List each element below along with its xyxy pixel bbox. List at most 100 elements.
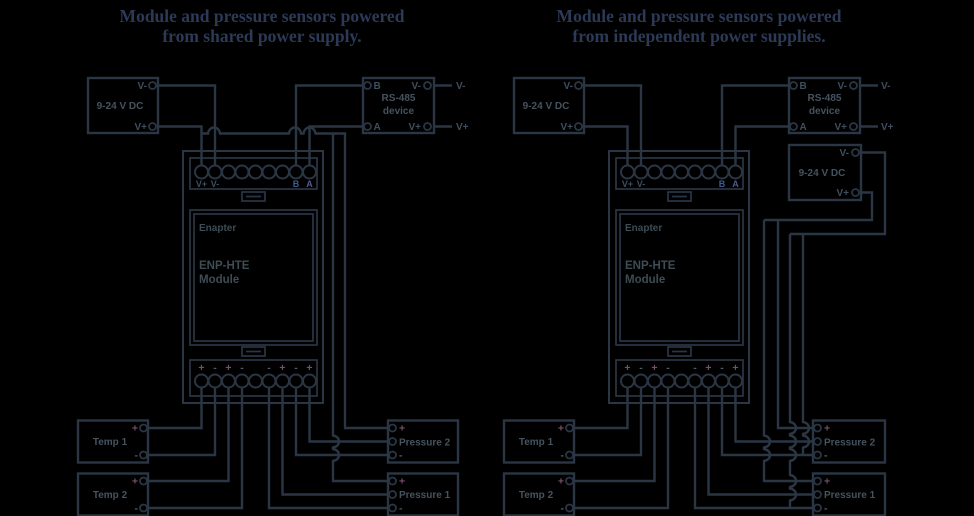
bot-term-label: - — [693, 362, 697, 374]
terminal-circle — [813, 490, 822, 499]
top-term-vplus: V+ — [622, 179, 633, 189]
bot-term-label: - — [294, 362, 298, 374]
top-term-b: B — [719, 179, 726, 189]
pressure1-minus-label: - — [824, 503, 828, 515]
terminal-circle — [275, 373, 290, 389]
wire-psu2-vminus-rail — [790, 151, 887, 236]
ext-right-vminus-label: V- — [881, 81, 890, 92]
terminal-circle — [565, 423, 574, 433]
module-outline — [608, 150, 750, 404]
psu2-vminus-label: V- — [840, 148, 849, 159]
terminal-circle — [388, 423, 397, 433]
bot-term-label: + — [651, 362, 657, 374]
rs485-b-label: B — [374, 81, 381, 92]
terminal-circle — [574, 81, 583, 90]
wire-psu-vminus-to-module — [158, 84, 217, 165]
terminal-circle — [234, 373, 250, 389]
terminal-circle — [388, 490, 397, 499]
wire-t4-to-temp2-minus — [574, 387, 670, 510]
din-clip-icon — [667, 346, 692, 357]
terminal-circle — [633, 164, 649, 180]
terminal-circle — [620, 373, 635, 389]
wire-t9-to-pressure2-signal — [734, 387, 813, 443]
terminal-circle — [701, 373, 716, 389]
terminal-circle — [789, 122, 798, 131]
right-title-line1: Module and pressure sensors powered — [557, 6, 842, 26]
wire-psu2-vplus-rail — [764, 191, 874, 222]
top-term-vminus: V- — [211, 179, 220, 189]
terminal-circle — [302, 373, 317, 389]
pressure1-label: Pressure 1 — [824, 490, 876, 501]
terminal-circle — [423, 122, 432, 131]
wire-psu1-vminus-to-module — [584, 84, 643, 165]
pressure2-box — [386, 419, 460, 464]
temp1-plus-label: + — [558, 423, 564, 435]
bot-term-label: + — [279, 362, 285, 374]
wire-t8-to-pressure2-minus — [720, 387, 813, 457]
wire-vminus-branch-to-pressure1 — [788, 234, 798, 508]
temp1-minus-label: - — [561, 450, 565, 462]
terminal-circle — [813, 450, 822, 460]
wire-t4-to-temp2-minus — [148, 387, 244, 510]
terminal-circle — [194, 373, 209, 389]
pressure1-box-group-right: + Pressure 1 - — [811, 472, 887, 516]
module-bottom-terminals: + - + - - + - + — [194, 362, 317, 389]
temp2-label: Temp 2 — [93, 490, 128, 501]
temp2-box-group: Temp 2 + - — [76, 472, 150, 516]
terminal-circle — [851, 188, 860, 197]
wire-vminus-branch-to-pressure2 — [801, 234, 811, 455]
pressure2-label: Pressure 2 — [824, 438, 876, 449]
module-name-line2: Module — [199, 274, 239, 286]
temp1-box — [502, 419, 576, 464]
bot-term-label: + — [624, 362, 630, 374]
bot-term-label: - — [639, 362, 643, 374]
terminal-circle — [728, 373, 743, 389]
terminal-circle — [388, 450, 397, 460]
terminal-circle — [388, 503, 397, 513]
wire-psu-vplus-to-module — [158, 125, 203, 165]
temp1-label: Temp 1 — [519, 437, 554, 448]
pressure2-plus-label: + — [824, 423, 830, 435]
left-title-line2: from shared power supply. — [162, 26, 361, 46]
temp2-plus-label: + — [132, 476, 138, 488]
rs485-a-label: A — [374, 122, 381, 133]
bot-term-label: + — [306, 362, 312, 374]
temp2-minus-label: - — [561, 503, 565, 515]
terminal-circle — [275, 164, 290, 180]
bot-term-label: + — [198, 362, 204, 374]
rs485-right-b-label: B — [800, 81, 807, 92]
terminal-circle — [565, 503, 574, 513]
wire-t2-to-temp1-minus — [574, 387, 643, 457]
terminal-circle — [687, 164, 703, 180]
rs485-vplus-label: V+ — [408, 122, 421, 133]
terminal-circle — [207, 373, 223, 389]
ext-right-vplus-label: V+ — [881, 122, 894, 133]
power-supply-box — [86, 76, 160, 135]
module-name-line1: ENP-HTE — [199, 260, 250, 272]
terminal-circle — [714, 164, 730, 180]
ext-vplus-label: V+ — [456, 122, 469, 133]
wire-rs485-a-to-module — [308, 125, 363, 165]
pressure2-box-group: + Pressure 2 - — [386, 419, 460, 464]
right-title-line2: from independent power supplies. — [572, 26, 825, 46]
pressure1-plus-label: + — [399, 476, 405, 488]
terminal-circle — [363, 122, 372, 131]
psu1-vminus-label: V- — [564, 81, 573, 92]
terminal-circle — [647, 373, 662, 389]
enp-hte-module-right: V+ V- B A Enapter ENP-HTE Module + - + -… — [608, 150, 750, 404]
psu1-vplus-label: V+ — [560, 122, 573, 133]
temp2-plus-label: + — [558, 476, 564, 488]
wire-t8-to-pressure2-minus — [294, 387, 388, 457]
psu-vminus-label: V- — [138, 81, 147, 92]
rs485-box — [361, 76, 436, 135]
pressure1-plus-label: + — [824, 476, 830, 488]
brand-label: Enapter — [625, 223, 662, 234]
rs485-right-vminus-label: V- — [838, 81, 847, 92]
pressure1-label: Pressure 1 — [399, 490, 451, 501]
module-face — [615, 209, 744, 346]
module-top-terminal-strip — [189, 157, 318, 190]
pressure2-label: Pressure 2 — [399, 438, 451, 449]
wire-t1-to-temp1-plus — [574, 387, 629, 430]
top-term-vplus: V+ — [196, 179, 207, 189]
